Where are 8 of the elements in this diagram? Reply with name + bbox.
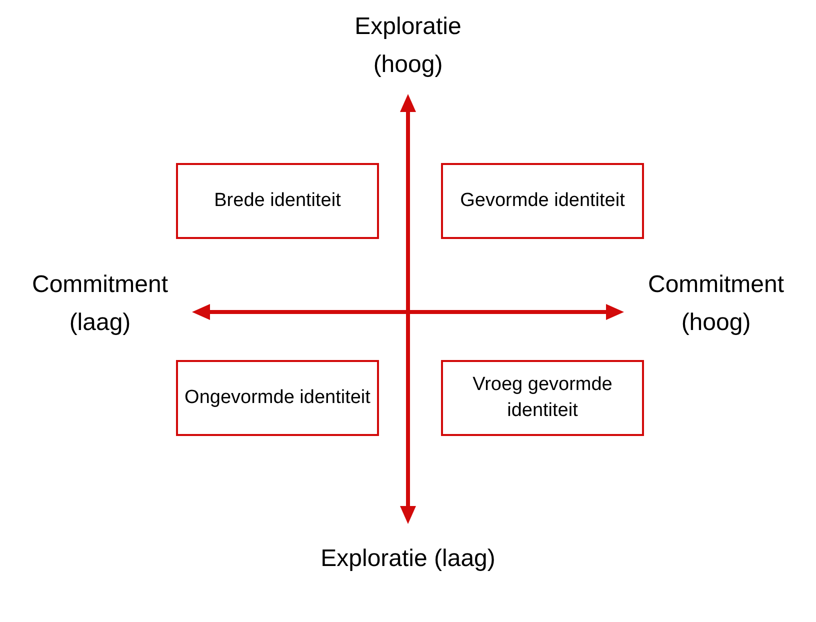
axis-label: Commitment (laag)	[30, 270, 170, 338]
quadrant-box: Brede identiteit	[176, 163, 379, 239]
axis-label: Commitment (hoog)	[646, 270, 786, 338]
quadrant-box: Gevormde identiteit	[441, 163, 644, 239]
axis-label: Exploratie (hoog)	[354, 12, 462, 80]
axis-label: Exploratie (laag)	[320, 544, 496, 574]
quadrant-box: Ongevormde identiteit	[176, 360, 379, 436]
quadrant-box: Vroeg gevormde identiteit	[441, 360, 644, 436]
